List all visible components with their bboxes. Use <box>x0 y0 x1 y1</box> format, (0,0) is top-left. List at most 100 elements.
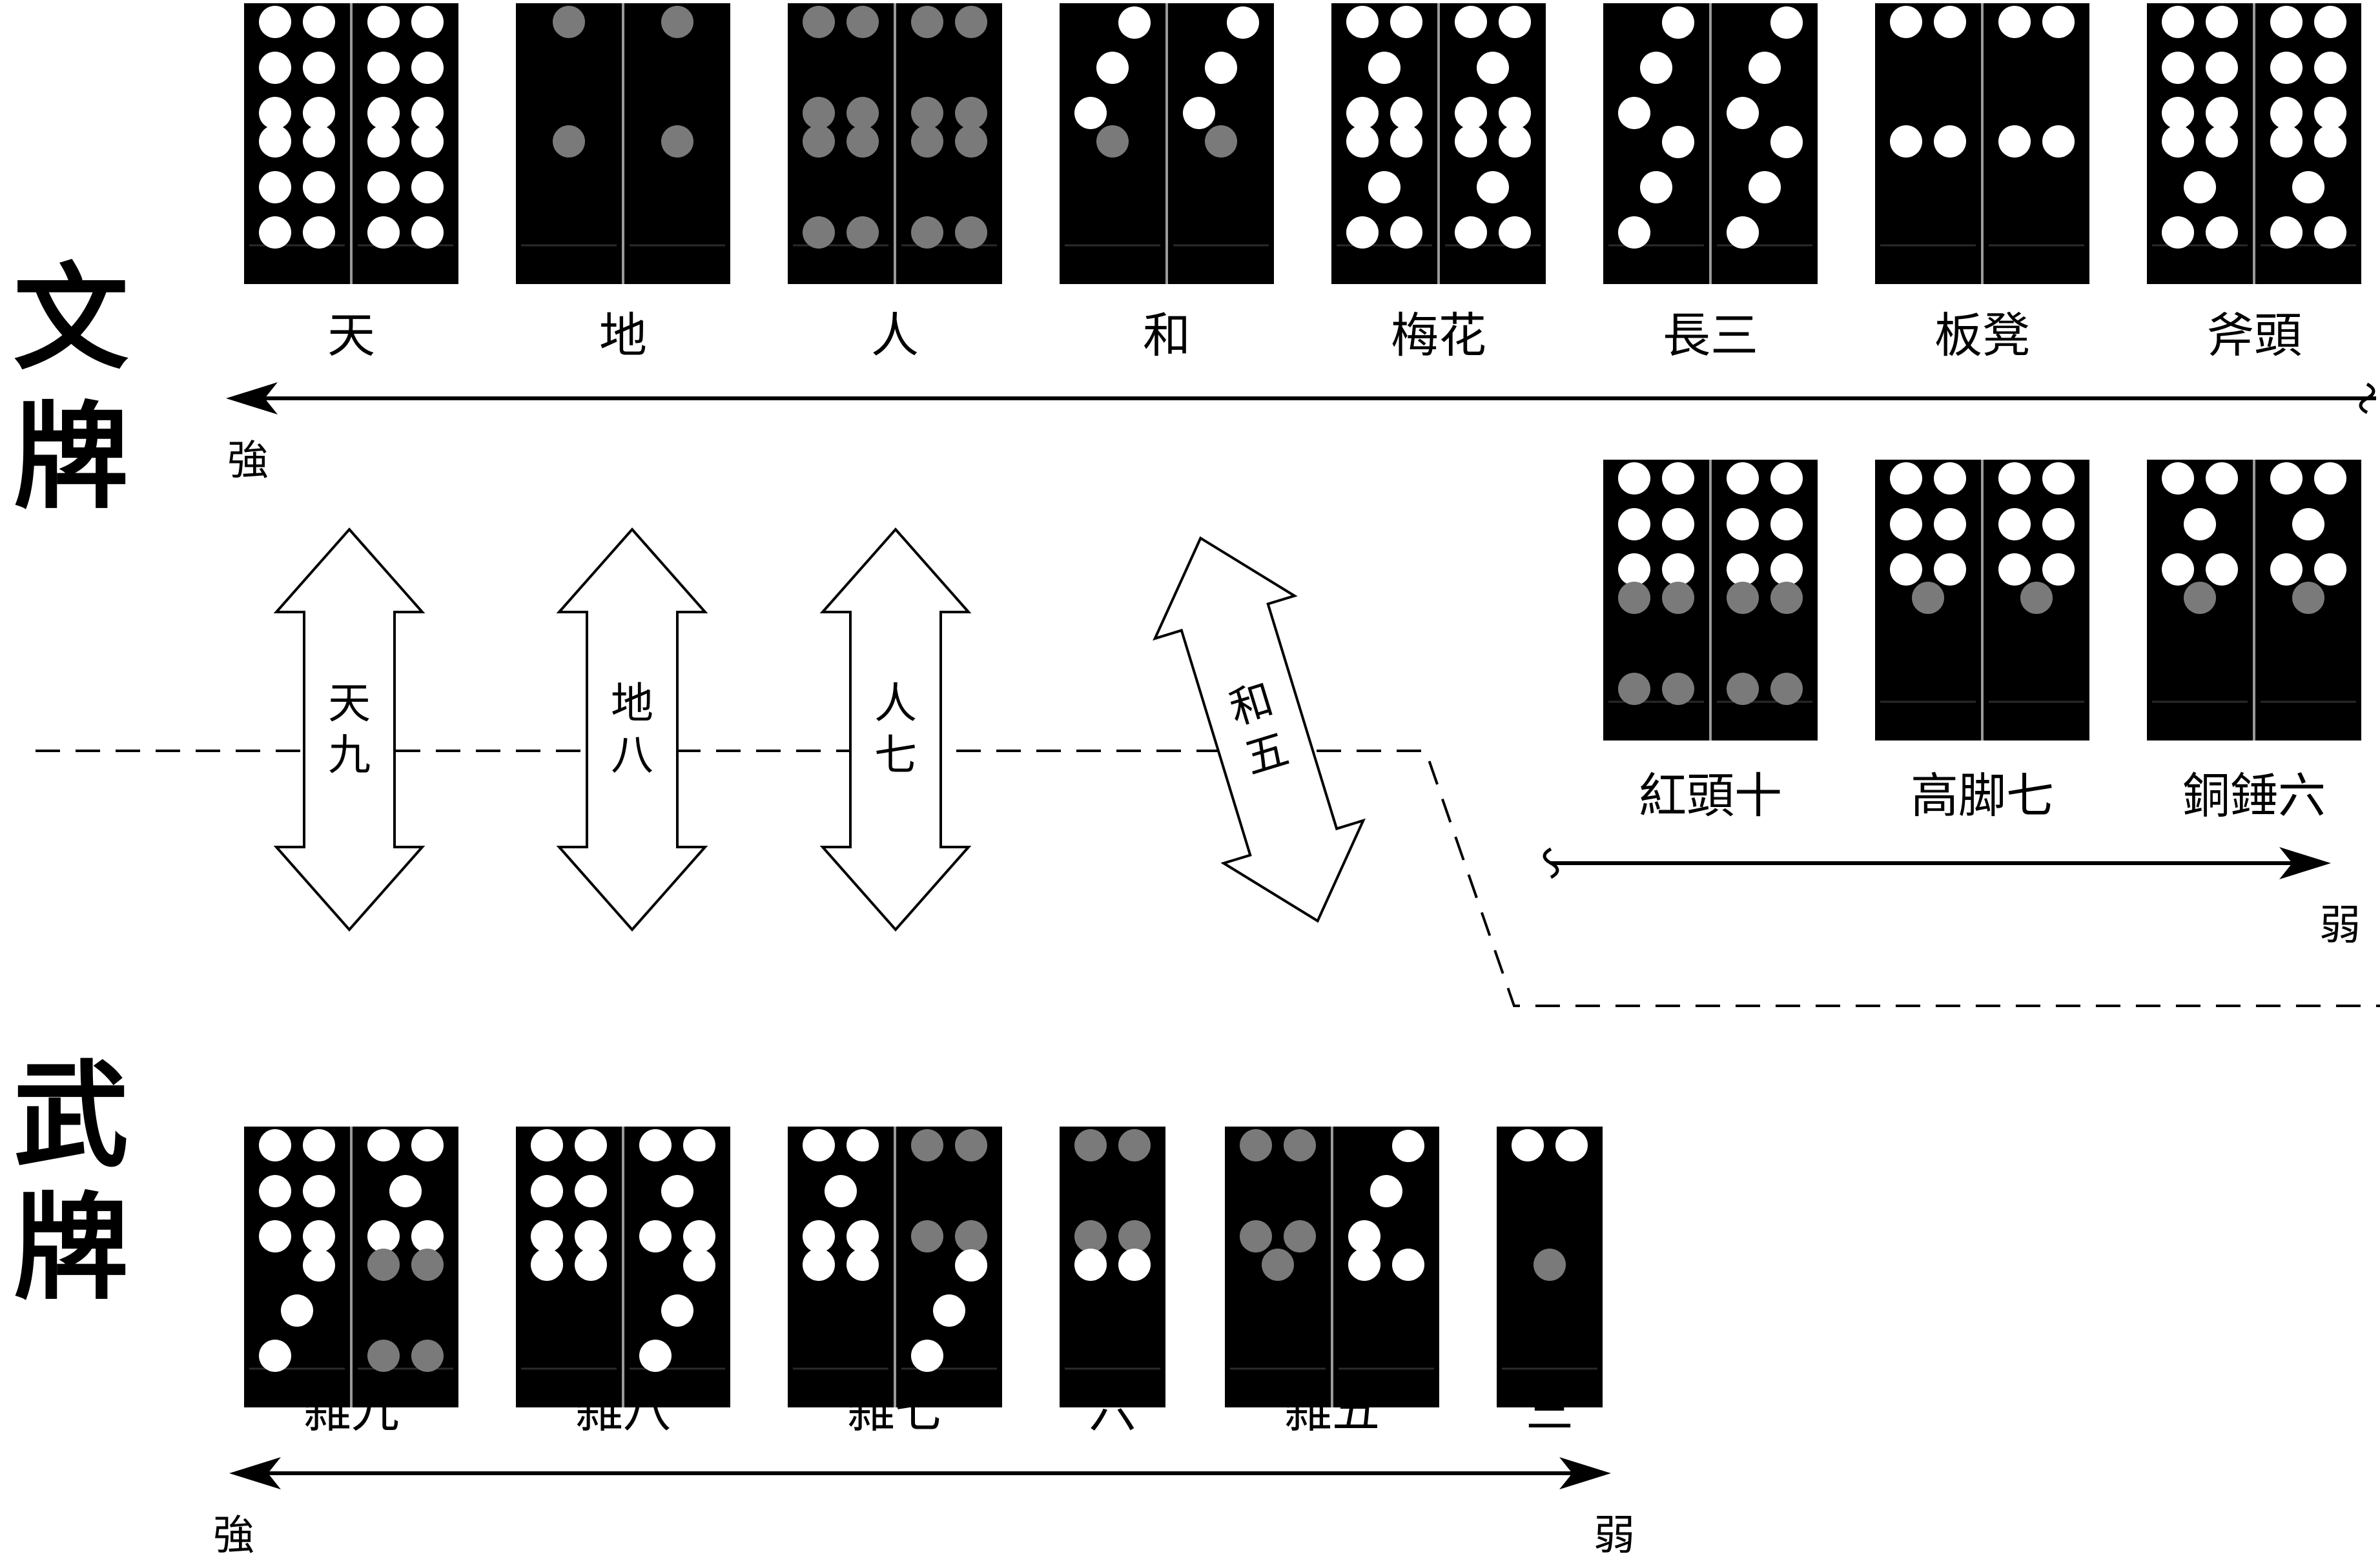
pip <box>846 1129 879 1161</box>
pip <box>411 1340 444 1372</box>
pip <box>955 1129 987 1161</box>
pip <box>2206 125 2238 158</box>
pip <box>1499 125 1531 158</box>
pip <box>1662 673 1694 705</box>
pip <box>1262 1249 1294 1281</box>
pip <box>303 97 335 129</box>
section-divider <box>36 750 2380 1007</box>
pip <box>2206 6 2238 38</box>
civil-tiles-row-1: 天地人和梅花長三板凳斧頭 <box>244 3 2361 363</box>
pip <box>1912 582 1944 614</box>
pip <box>955 6 987 38</box>
pip <box>911 216 943 249</box>
tile-label: 板凳 <box>1934 308 2030 363</box>
civil-tiles-row-2: 紅頭十高脚七銅錘六 <box>1603 460 2361 824</box>
tile-label: 斧頭 <box>2206 308 2302 363</box>
pip <box>1662 126 1694 158</box>
pip <box>1074 97 1107 129</box>
pip <box>2206 462 2238 495</box>
pip <box>911 125 943 158</box>
pip <box>1618 508 1650 540</box>
pip <box>553 125 585 158</box>
pip <box>911 1220 943 1252</box>
pip <box>2270 97 2303 129</box>
pip <box>1662 553 1694 586</box>
pip <box>1770 462 1803 495</box>
pip <box>911 97 943 129</box>
civil-title-char-1: 文 <box>14 250 128 385</box>
pip <box>955 1249 987 1282</box>
pip <box>1346 97 1379 129</box>
pip <box>1499 6 1531 38</box>
pip <box>1118 1129 1151 1161</box>
pip <box>411 6 444 38</box>
pip <box>1183 97 1215 129</box>
pip <box>1074 1220 1107 1252</box>
pip <box>911 1340 943 1372</box>
domino-tile <box>1497 1127 1603 1407</box>
pip <box>846 1249 879 1281</box>
pip <box>1727 553 1759 586</box>
pip <box>411 1249 444 1281</box>
pip <box>825 1175 857 1207</box>
pip <box>955 1220 987 1252</box>
pip <box>2314 216 2346 249</box>
pip <box>259 216 291 249</box>
pip <box>1346 125 1379 158</box>
domino-tile <box>1060 3 1274 284</box>
pip <box>661 1175 693 1207</box>
pip <box>1618 97 1650 129</box>
pip <box>1118 6 1151 39</box>
pip <box>2020 582 2053 614</box>
pip <box>303 1175 335 1207</box>
pip <box>1727 582 1759 614</box>
pip <box>1555 1129 1588 1161</box>
pair-label: 天 <box>328 679 371 728</box>
pip <box>1205 52 1237 84</box>
pip <box>411 171 444 203</box>
pip <box>1390 97 1422 129</box>
pip <box>1890 462 1922 495</box>
pip <box>661 1294 693 1327</box>
pip <box>846 6 879 38</box>
pip <box>259 1129 291 1161</box>
pip <box>411 125 444 158</box>
pip <box>1499 97 1531 129</box>
pip <box>1346 216 1379 249</box>
pip <box>1118 1249 1151 1281</box>
pip <box>575 1220 607 1252</box>
pip <box>1205 125 1237 158</box>
pip <box>531 1129 563 1161</box>
pip <box>846 1220 879 1252</box>
pair-label: 人 <box>874 679 917 728</box>
pip <box>846 125 879 158</box>
pip <box>803 1129 835 1161</box>
pip <box>1455 97 1487 129</box>
pip <box>2162 97 2194 129</box>
pair-label: 九 <box>328 730 371 780</box>
pip <box>1348 1249 1380 1281</box>
pip <box>1640 171 1672 203</box>
domino-tile <box>516 3 730 284</box>
pip <box>531 1220 563 1252</box>
pip <box>1618 462 1650 495</box>
pip <box>1998 553 2031 586</box>
pip <box>1770 673 1803 705</box>
pip <box>367 97 400 129</box>
pip <box>661 125 693 158</box>
pip <box>683 1249 715 1282</box>
domino-tile <box>788 1127 1002 1407</box>
pip <box>803 97 835 129</box>
pip <box>411 97 444 129</box>
pip <box>933 1294 965 1327</box>
pair-arrow: 和五 <box>1153 536 1366 923</box>
pip <box>1618 216 1650 249</box>
pip <box>575 1249 607 1281</box>
pip <box>2162 553 2194 586</box>
pip <box>1749 171 1781 203</box>
domino-tile <box>1875 3 2089 284</box>
pip <box>1390 6 1422 38</box>
pip <box>367 1129 400 1161</box>
pip <box>367 216 400 249</box>
